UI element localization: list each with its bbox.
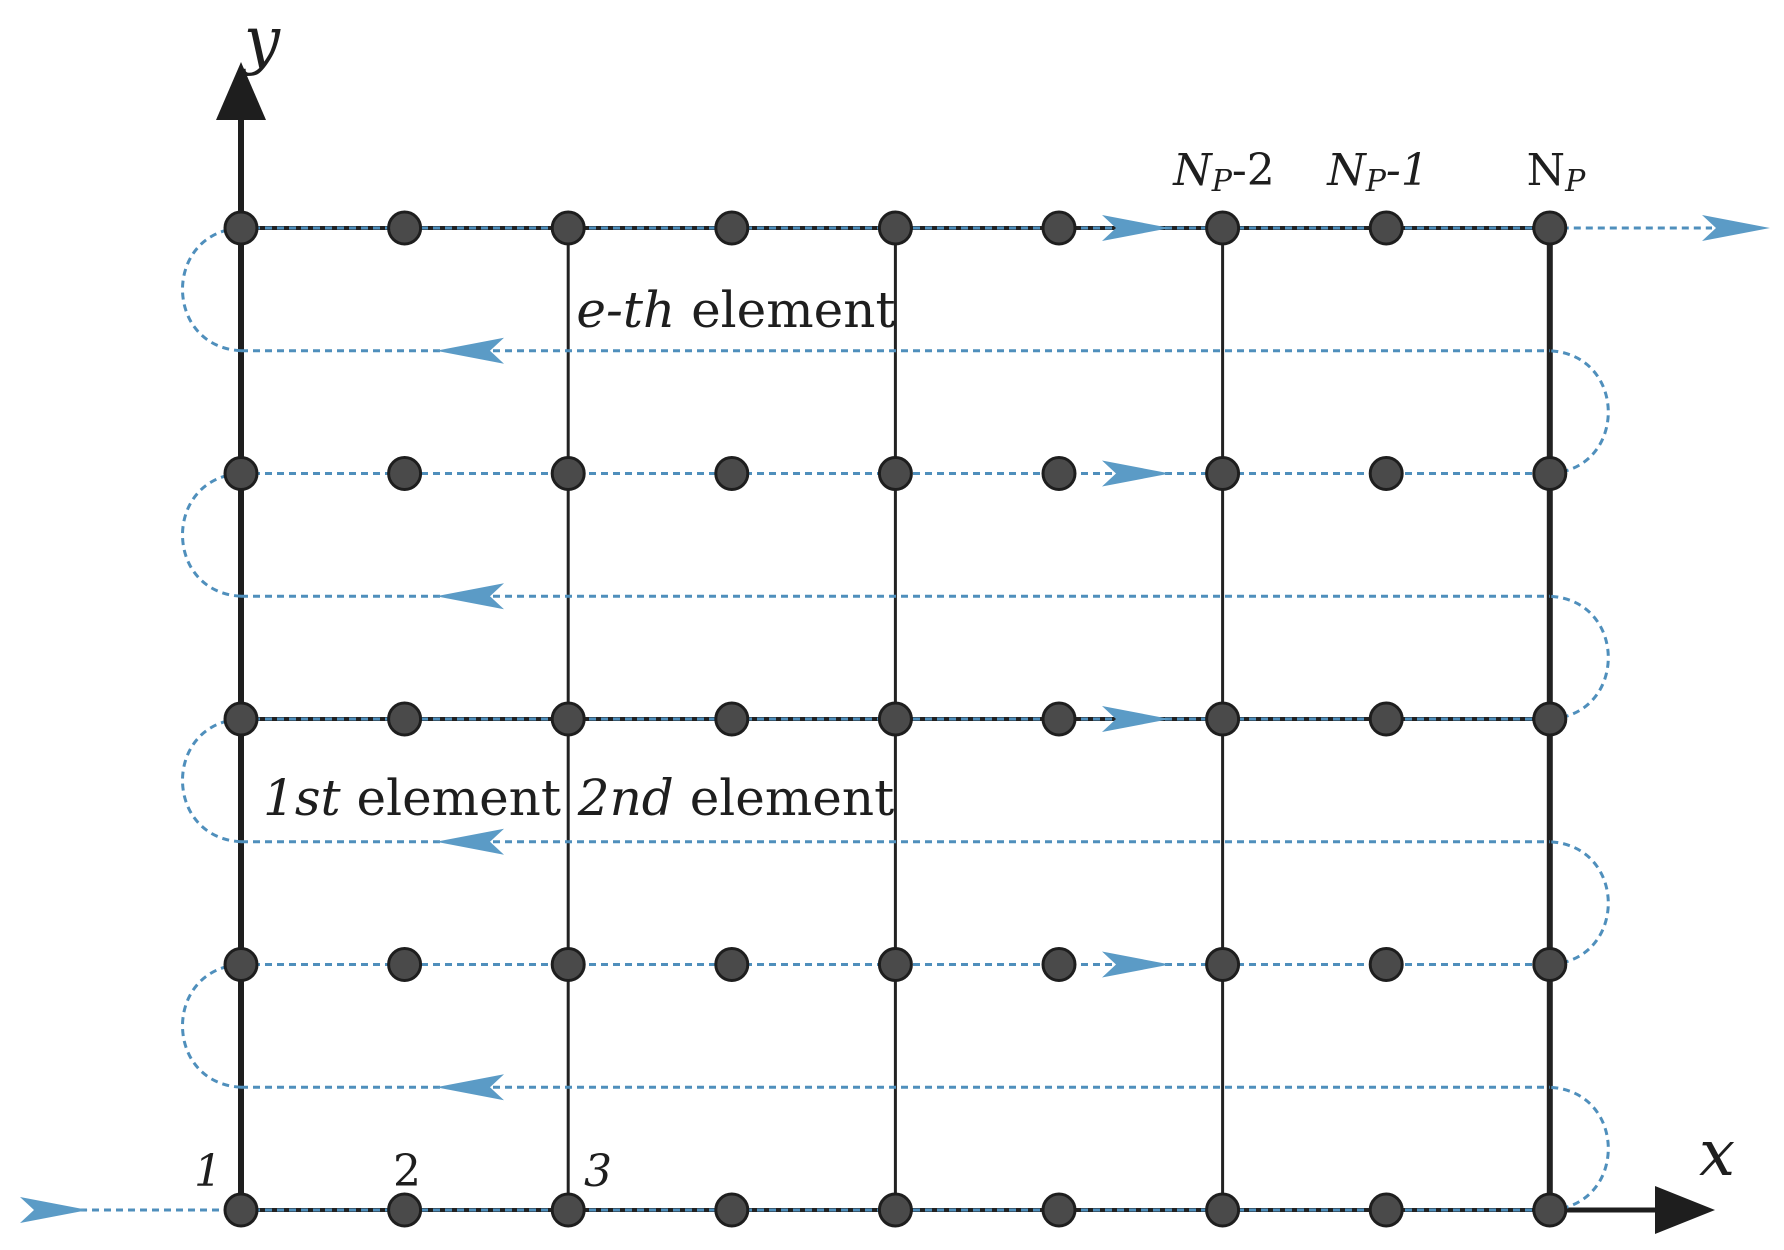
grid-node — [223, 456, 259, 491]
path-turn — [1549, 1085, 1610, 1212]
element-label-eth: e-th element — [576, 281, 895, 339]
y-axis-arrowhead — [216, 62, 266, 120]
arrow-left — [436, 337, 504, 364]
path-turn — [181, 717, 242, 844]
path-turn — [181, 472, 242, 598]
grid-node — [877, 210, 913, 246]
grid-node — [1205, 1192, 1241, 1228]
grid-node — [223, 701, 259, 737]
node-label-1: 1 — [194, 1146, 222, 1197]
grid-node — [1205, 947, 1241, 982]
grid-node — [1368, 210, 1404, 246]
path-turn — [181, 963, 242, 1089]
arrow-left — [436, 1074, 504, 1101]
arrow-exit — [1702, 215, 1770, 241]
grid-node — [387, 701, 423, 737]
grid-node — [1532, 456, 1568, 491]
grid-node — [877, 1192, 913, 1228]
path-turn — [181, 226, 242, 353]
grid-nodes — [223, 210, 1568, 1228]
node-label-2: 2 — [393, 1146, 421, 1197]
path-turn — [1549, 840, 1610, 966]
grid-node — [877, 456, 913, 491]
grid-node — [1368, 947, 1404, 982]
grid-node — [714, 1192, 750, 1228]
node-label-3: 3 — [584, 1146, 612, 1197]
path-turn — [1549, 594, 1610, 721]
grid-node — [550, 210, 586, 246]
grid-node — [1041, 456, 1077, 491]
grid-node — [877, 947, 913, 982]
grid-node — [1368, 1192, 1404, 1228]
arrow-left — [436, 828, 504, 855]
node-label-np-minus-1: NP-1 — [1326, 145, 1429, 199]
element-label-first: 1st element — [263, 769, 561, 827]
grid-node — [1368, 456, 1404, 491]
grid-node — [387, 1192, 423, 1228]
grid-node — [877, 701, 913, 737]
grid-node — [1041, 1192, 1077, 1228]
direction-arrows — [20, 215, 1770, 1223]
grid-node — [714, 456, 750, 491]
grid-node — [387, 456, 423, 491]
grid-node — [1205, 456, 1241, 491]
y-axis-label: y — [241, 4, 281, 78]
arrow-right — [1102, 460, 1170, 487]
node-label-np-minus-2: NP-2 — [1172, 145, 1275, 199]
grid-node — [1532, 701, 1568, 737]
grid-node — [1368, 701, 1404, 737]
axes — [216, 62, 1715, 1234]
grid-node — [1041, 947, 1077, 982]
grid-node — [550, 1192, 586, 1228]
grid-node — [1205, 701, 1241, 737]
grid-node — [550, 701, 586, 737]
grid-node — [223, 947, 259, 982]
node-label-np: NP — [1527, 145, 1587, 199]
grid-node — [550, 456, 586, 491]
arrow-right — [1102, 215, 1170, 241]
grid-node — [550, 947, 586, 982]
grid-node — [1532, 947, 1568, 982]
grid-node — [714, 701, 750, 737]
grid-node — [1041, 701, 1077, 737]
grid-node — [223, 1192, 259, 1228]
x-axis-arrowhead — [1655, 1186, 1715, 1234]
grid-node — [714, 210, 750, 246]
grid-node — [1532, 210, 1568, 246]
grid-node — [1205, 210, 1241, 246]
path-turn — [1549, 349, 1610, 475]
element-label-second: 2nd element — [577, 769, 894, 827]
grid-node — [1041, 210, 1077, 246]
arrow-right — [1102, 706, 1170, 732]
arrow-right — [1102, 951, 1170, 978]
grid-node — [714, 947, 750, 982]
grid-node — [387, 210, 423, 246]
grid-node — [1532, 1192, 1568, 1228]
grid-node — [387, 947, 423, 982]
x-axis-label: x — [1699, 1117, 1735, 1191]
arrow-entry — [20, 1197, 88, 1223]
arrow-left — [436, 583, 504, 610]
grid-node — [223, 210, 259, 246]
